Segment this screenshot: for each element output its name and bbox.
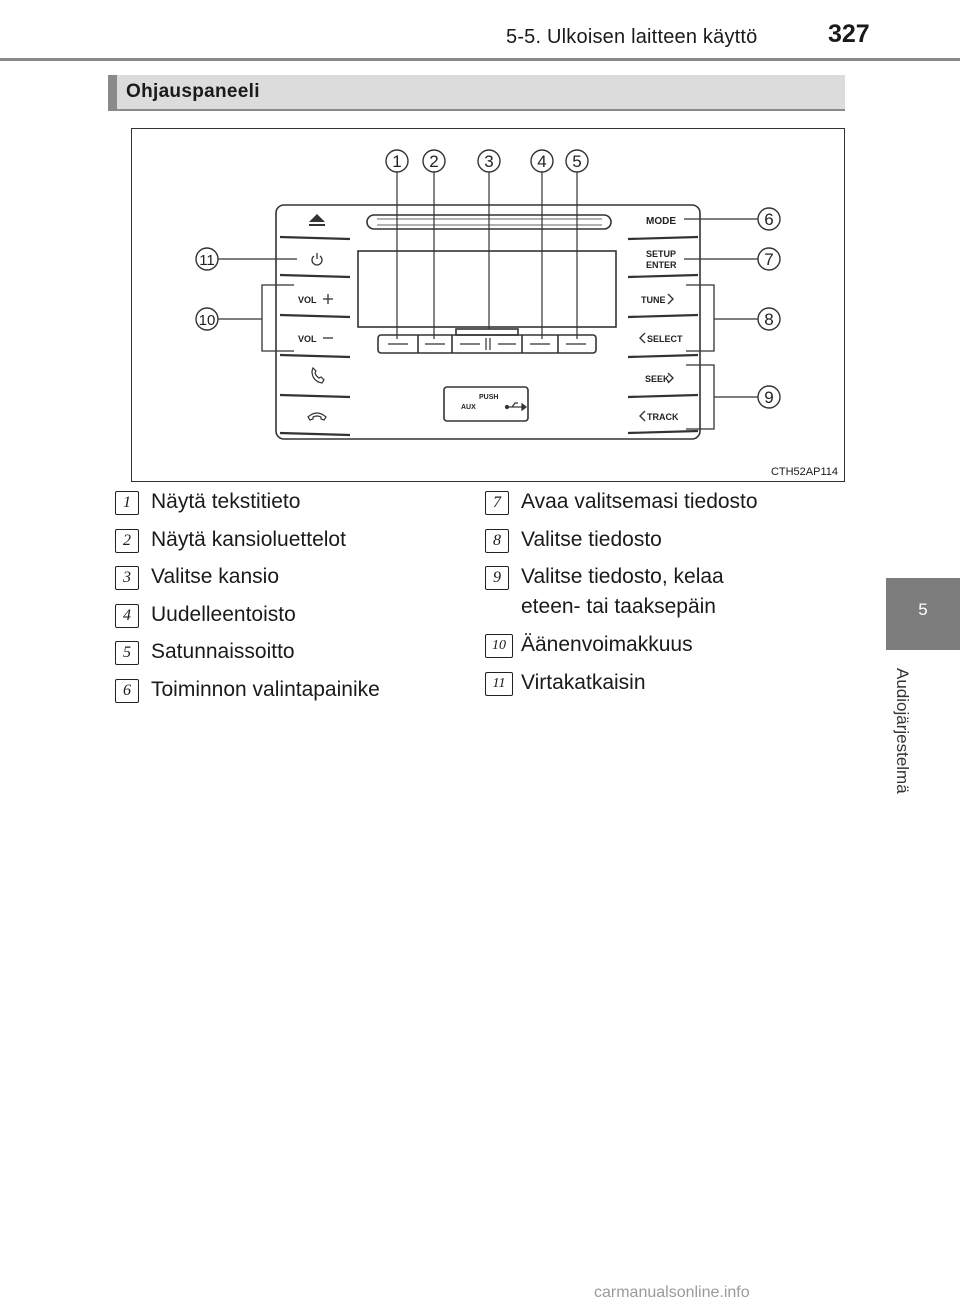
legend-number: 11 [485, 672, 513, 696]
legend-number: 1 [115, 491, 139, 515]
control-panel-illustration: 1 2 3 4 5 6 7 8 9 10 11 MODE SETUP ENTER… [195, 149, 781, 440]
watermark: carmanualsonline.info [594, 1284, 750, 1301]
legend-number: 4 [115, 604, 139, 628]
vol-up-label: VOL [298, 295, 317, 305]
usb-aux-port [443, 386, 529, 422]
callout-3-label: 3 [484, 152, 493, 171]
tune-label: TUNE [641, 295, 666, 305]
vol-down-label: VOL [298, 334, 317, 344]
chapter-number: 5 [918, 600, 928, 619]
callout-8 [757, 307, 781, 331]
callout-1 [385, 149, 409, 173]
header-rule [0, 58, 960, 61]
callout-6 [757, 207, 781, 231]
enter-label: ENTER [646, 260, 677, 270]
callout-2-label: 2 [429, 152, 438, 171]
callout-11 [195, 247, 219, 271]
legend-number: 6 [115, 679, 139, 703]
header-title: 5-5. Ulkoisen laitteen käyttö [506, 26, 758, 48]
legend-text: Toiminnon valintapainike [151, 678, 380, 701]
callout-9 [757, 385, 781, 409]
seek-label: SEEK [645, 374, 670, 384]
chapter-label: Audiojärjestelmä [884, 668, 924, 828]
callout-7-label: 7 [764, 250, 773, 269]
legend-number: 10 [485, 634, 513, 658]
push-label: PUSH [479, 394, 498, 401]
preset-buttons-row [377, 334, 597, 354]
legend-text: Valitse tiedosto, kelaa [521, 565, 724, 588]
figure-id: CTH52AP114 [770, 466, 838, 478]
callout-5 [565, 149, 589, 173]
legend-text: Äänenvoimakkuus [521, 633, 693, 656]
callout-4 [530, 149, 554, 173]
callout-6-label: 6 [764, 210, 773, 229]
legend-number: 2 [115, 529, 139, 553]
head-unit-outline [275, 204, 701, 440]
aux-label: AUX [461, 404, 476, 411]
callout-7 [757, 247, 781, 271]
callout-10 [195, 307, 219, 331]
page-number: 327 [828, 20, 870, 48]
callout-8-label: 8 [764, 310, 773, 329]
phone-icon [311, 366, 325, 384]
legend-number: 9 [485, 566, 509, 590]
legend-text: Valitse kansio [151, 565, 280, 588]
section-accent [108, 75, 117, 109]
select-label: SELECT [647, 334, 683, 344]
callout-3 [477, 149, 501, 173]
legend-text: Uudelleentoisto [151, 603, 296, 626]
legend-text: Valitse tiedosto [521, 528, 662, 551]
track-label: TRACK [647, 412, 679, 422]
legend-text: Näytä tekstitieto [151, 490, 301, 513]
callout-9-label: 9 [764, 388, 773, 407]
legend-number: 3 [115, 566, 139, 590]
display-area [357, 250, 617, 328]
legend-number: 5 [115, 641, 139, 665]
control-panel-diagram: 1 2 3 4 5 6 7 8 9 10 11 MODE SETUP ENTER… [131, 128, 845, 482]
chapter-tab: 5 [886, 578, 960, 650]
legend-text: Virtakatkaisin [521, 671, 646, 694]
callout-5-label: 5 [572, 152, 581, 171]
callout-2 [422, 149, 446, 173]
legend-text-continued: eteen- tai taaksepäin [521, 595, 716, 618]
callout-10-label: 10 [199, 312, 216, 329]
eject-icon [309, 214, 325, 226]
legend-number: 8 [485, 529, 509, 553]
chapter-label-text: Audiojärjestelmä [893, 668, 912, 794]
power-icon [311, 253, 323, 266]
legend-text: Avaa valitsemasi tiedosto [521, 490, 758, 513]
usb-icon [504, 402, 527, 412]
legend-text: Satunnaissoitto [151, 640, 295, 663]
callout-11-label: 11 [199, 252, 215, 269]
legend-text: Näytä kansioluettelot [151, 528, 346, 551]
section-header: Ohjauspaneeli [108, 75, 845, 111]
hang-up-icon [307, 412, 327, 421]
callout-4-label: 4 [537, 152, 546, 171]
legend-number: 7 [485, 491, 509, 515]
section-title: Ohjauspaneeli [126, 81, 260, 102]
callout-1-label: 1 [392, 152, 401, 171]
mode-label: MODE [646, 216, 676, 227]
setup-label: SETUP [646, 249, 676, 259]
